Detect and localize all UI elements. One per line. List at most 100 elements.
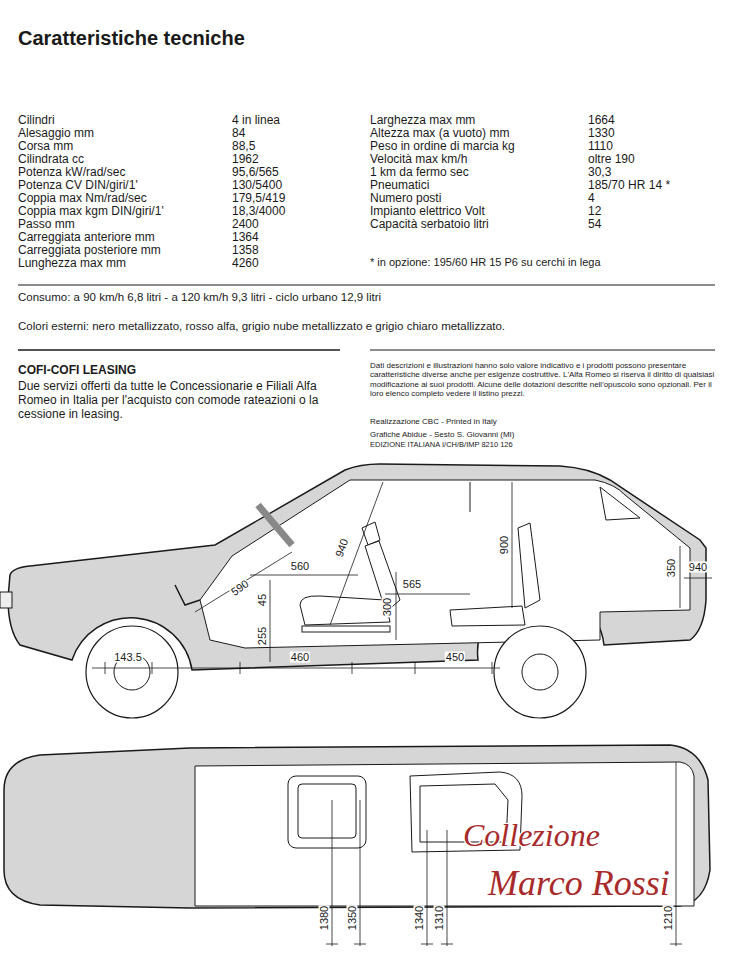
spec-label: Carreggiata posteriore mm xyxy=(18,244,161,257)
spec-label: 1 km da fermo sec xyxy=(370,166,469,179)
seat xyxy=(518,523,540,608)
drawing-part xyxy=(330,482,383,625)
seat xyxy=(450,606,525,626)
dimension-value: 940 xyxy=(688,562,708,573)
side-view xyxy=(0,464,712,718)
cabin-section xyxy=(200,480,690,648)
spec-value: 54 xyxy=(588,218,601,231)
drawing-part xyxy=(240,662,241,674)
dimension-value: 45 xyxy=(257,593,268,607)
dimension-value: 940 xyxy=(333,537,350,560)
spec-label: Larghezza max mm xyxy=(370,114,475,127)
dimension-value: 1380 xyxy=(319,905,330,931)
spec-label: Impianto elettrico Volt xyxy=(370,205,485,218)
bumper xyxy=(0,592,12,608)
drawing-part xyxy=(421,944,433,945)
drawing-part xyxy=(492,662,493,674)
drawing-part xyxy=(18,285,715,350)
drawing-part xyxy=(441,944,453,945)
consumption-note: Consumo: a 90 km/h 6,8 litri - a 120 km/… xyxy=(18,291,381,304)
drawing-part xyxy=(250,575,358,576)
spec-value: 12 xyxy=(588,205,601,218)
rule-line xyxy=(18,349,340,351)
colours-note: Colori esterni: nero metallizzato, rosso… xyxy=(18,320,505,333)
drawing-part xyxy=(512,482,513,608)
seat xyxy=(298,784,356,838)
spec-label: Carreggiata anteriore mm xyxy=(18,231,155,244)
spec-label: Pneumatici xyxy=(370,179,429,192)
fine-print: EDIZIONE ITALIANA I/CH/B/IMP 8210 126 xyxy=(370,441,513,449)
spec-value: 88,5 xyxy=(232,140,255,153)
drawing-part xyxy=(676,762,677,946)
hub xyxy=(522,654,558,690)
dimension-value: 1350 xyxy=(347,905,358,931)
watermark: Collezione xyxy=(463,818,600,853)
dimension-value: 560 xyxy=(290,561,310,572)
spec-value: 185/70 HR 14 * xyxy=(588,179,670,192)
spec-value: 1364 xyxy=(232,231,259,244)
spec-label: Numero posti xyxy=(370,192,441,205)
watermark: Marco Rossi xyxy=(488,864,670,904)
dimension-value: 1310 xyxy=(434,905,445,931)
drawing-part xyxy=(396,572,397,640)
top-view xyxy=(4,745,710,946)
spec-value: 130/5400 xyxy=(232,179,282,192)
drawing-part xyxy=(415,662,416,674)
spec-label: Peso in ordine di marcia kg xyxy=(370,140,515,153)
cabin-plan xyxy=(195,762,694,906)
spec-value: 4260 xyxy=(232,257,259,270)
body-text: Due servizi offerti da tutte le Concessi… xyxy=(18,379,348,421)
pedal xyxy=(175,585,200,605)
section-heading: COFI-COFI LEASING xyxy=(18,364,136,377)
seat xyxy=(288,776,366,848)
pillar xyxy=(470,482,471,512)
dimension-lines xyxy=(92,482,712,674)
spec-label: Alesaggio mm xyxy=(18,127,94,140)
spec-value: 1358 xyxy=(232,244,259,257)
spec-label: Potenza kW/rad/sec xyxy=(18,166,125,179)
dimension-value: 300 xyxy=(382,597,393,617)
spec-value: 1330 xyxy=(588,127,615,140)
seat xyxy=(300,596,390,625)
dimension-value: 1340 xyxy=(414,905,425,931)
spec-label: Cilindri xyxy=(18,114,55,127)
steering-column xyxy=(258,505,292,545)
dimension-value: 350 xyxy=(666,558,677,578)
seat-rail xyxy=(302,626,390,632)
drawing-part xyxy=(360,800,361,946)
drawing-part xyxy=(105,662,106,674)
spec-value: oltre 190 xyxy=(588,153,635,166)
fine-print: Dati descrizioni e illustrazioni hanno s… xyxy=(370,361,715,398)
spec-value: 2400 xyxy=(232,218,259,231)
dimension-value: 460 xyxy=(290,652,310,663)
dimension-lines xyxy=(326,762,682,946)
wheel xyxy=(86,626,178,718)
spec-value: 4 in linea xyxy=(232,114,280,127)
wheel xyxy=(494,626,586,718)
spec-value: 4 xyxy=(588,192,595,205)
drawing-part xyxy=(680,546,681,608)
spec-label: Coppia max Nm/rad/sec xyxy=(18,192,147,205)
spec-value: 30,3 xyxy=(588,166,611,179)
dimension-value: 900 xyxy=(499,535,510,555)
dimension-value: 143.5 xyxy=(113,652,143,663)
drawing-part xyxy=(92,668,500,669)
drawing-part xyxy=(270,580,271,662)
drawing-part xyxy=(354,944,366,945)
spec-label: Passo mm xyxy=(18,218,75,231)
spec-value: 179,5/419 xyxy=(232,192,285,205)
drawing-part xyxy=(326,944,338,945)
drawing-part xyxy=(352,662,353,674)
drawing-part xyxy=(332,800,333,946)
spec-label: Altezza max (a vuoto) mm xyxy=(370,127,509,140)
spec-label: Cilindrata cc xyxy=(18,153,84,166)
spec-value: 1110 xyxy=(588,140,613,153)
spec-value: 18,3/4000 xyxy=(232,205,285,218)
rear-window xyxy=(600,487,640,520)
spec-value: 84 xyxy=(232,127,245,140)
spec-value: 1664 xyxy=(588,114,615,127)
dimension-value: 1210 xyxy=(663,905,674,931)
spec-value: 1962 xyxy=(232,153,259,166)
spec-label: Lunghezza max mm xyxy=(18,257,126,270)
